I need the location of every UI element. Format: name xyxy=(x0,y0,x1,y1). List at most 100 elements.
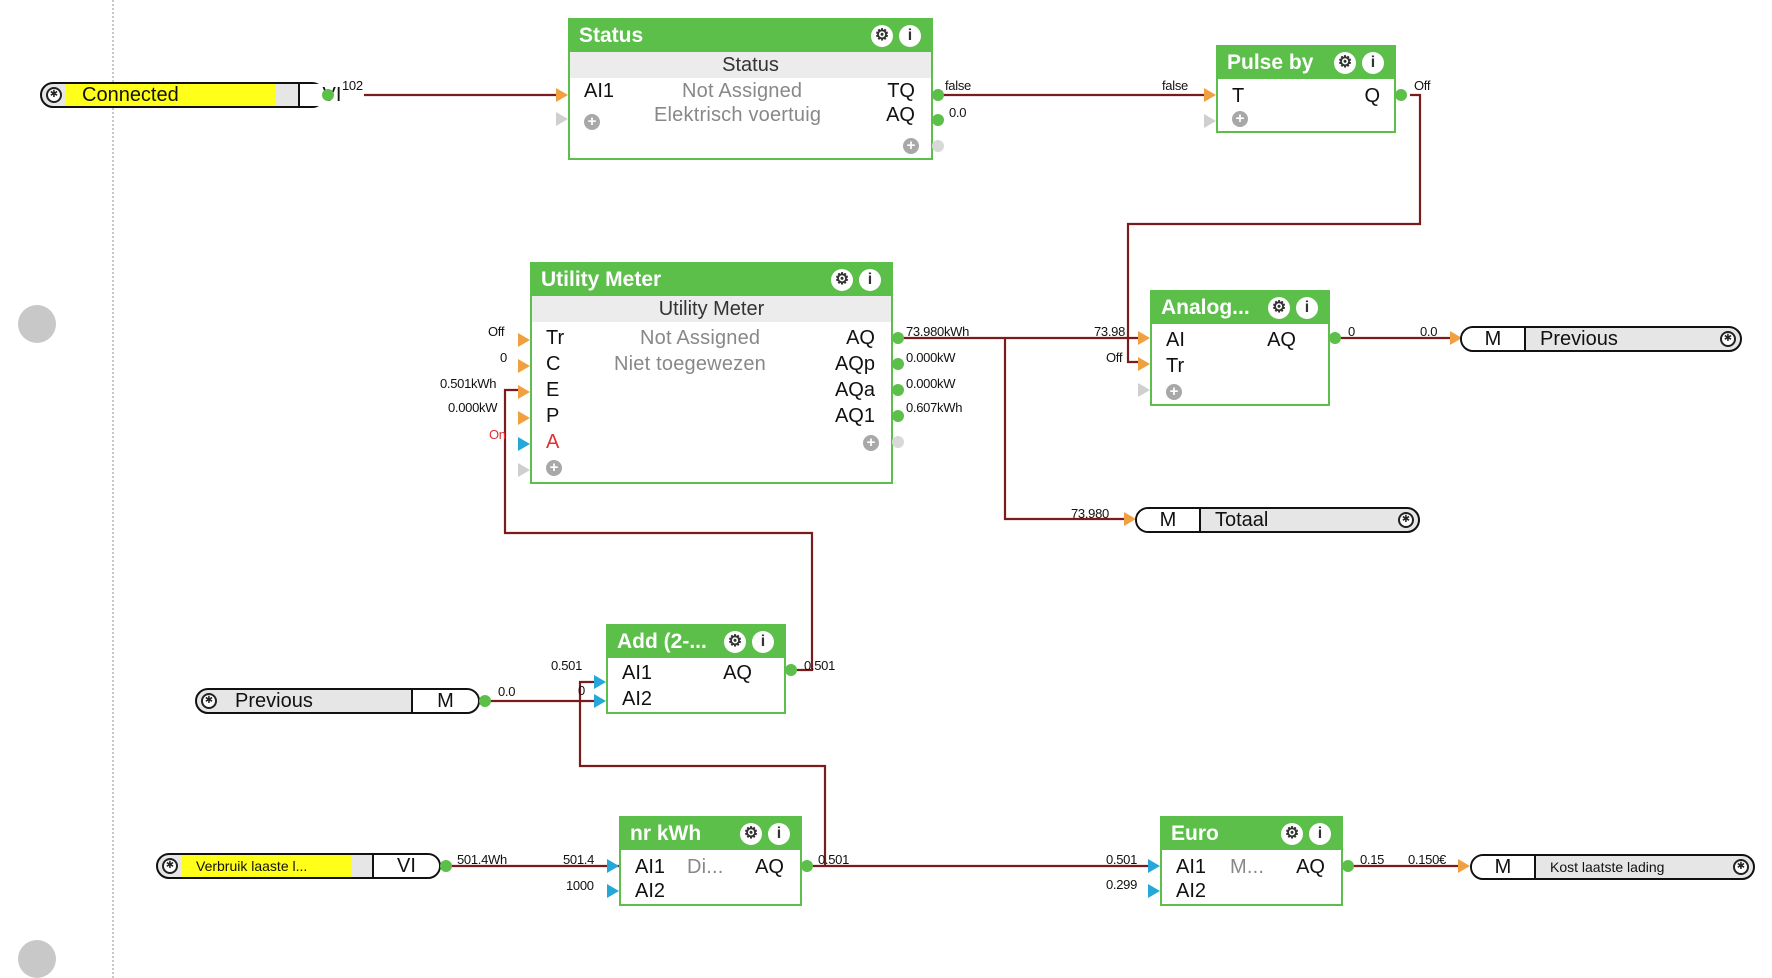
analog-input-port-ai[interactable] xyxy=(1138,331,1150,345)
analog-output-port-aq[interactable] xyxy=(1329,332,1341,344)
pulse-by-block[interactable]: Pulse by ⚙ i T Q + xyxy=(1216,45,1396,133)
utility-input-port-a[interactable] xyxy=(518,437,530,451)
previous-out-input-port[interactable] xyxy=(1450,331,1462,345)
kost-input-port[interactable] xyxy=(1458,859,1470,873)
utility-output-port-aq1[interactable] xyxy=(892,410,904,422)
utility-input-port-empty[interactable] xyxy=(518,463,530,477)
info-icon[interactable]: i xyxy=(1296,297,1318,319)
settings-icon[interactable]: ⚙ xyxy=(1268,297,1290,319)
verbruik-input-pill[interactable]: ✱ Verbruik laaste l... VI xyxy=(156,853,441,879)
info-icon[interactable]: i xyxy=(1362,52,1384,74)
settings-icon[interactable]: ⚙ xyxy=(1334,52,1356,74)
analog-input-port-tr[interactable] xyxy=(1138,357,1150,371)
info-icon[interactable]: i xyxy=(1309,823,1331,845)
pill-tag: M xyxy=(1137,509,1199,531)
utility-input-port-tr[interactable] xyxy=(518,333,530,347)
connected-output-port[interactable] xyxy=(322,89,334,101)
status-output-port-empty[interactable] xyxy=(932,140,944,152)
gear-icon[interactable]: ✱ xyxy=(1398,512,1414,528)
pulse-input-port-empty[interactable] xyxy=(1204,114,1216,128)
input-label-a: A xyxy=(546,431,560,453)
kost-output-pill[interactable]: M Kost laatste lading ✱ xyxy=(1470,854,1755,880)
block-header[interactable]: Add (2-... ⚙ i xyxy=(608,626,784,658)
previous-input-pill[interactable]: ✱ Previous M xyxy=(195,688,480,714)
euro-input-port-ai1[interactable] xyxy=(1148,859,1160,873)
status-output-port-tq[interactable] xyxy=(932,89,944,101)
block-title: nr kWh xyxy=(630,822,702,845)
settings-icon[interactable]: ⚙ xyxy=(740,823,762,845)
block-header[interactable]: nr kWh ⚙ i xyxy=(621,818,800,850)
nrkwh-input-port-ai1[interactable] xyxy=(607,859,619,873)
add-input-port-ai2[interactable] xyxy=(594,694,606,708)
euro-output-port-aq[interactable] xyxy=(1342,860,1354,872)
analog-block[interactable]: Analog... ⚙ i AI Tr AQ + xyxy=(1150,290,1330,406)
analog-input-port-empty[interactable] xyxy=(1138,383,1150,397)
info-icon[interactable]: i xyxy=(752,631,774,653)
add-input-port-ai1[interactable] xyxy=(594,675,606,689)
utility-input-port-c[interactable] xyxy=(518,359,530,373)
utility-output-port-empty[interactable] xyxy=(892,436,904,448)
info-icon[interactable]: i xyxy=(768,823,790,845)
totaal-input-port[interactable] xyxy=(1124,512,1136,526)
pulse-input-port-t[interactable] xyxy=(1204,88,1216,102)
totaal-output-pill[interactable]: M Totaal ✱ xyxy=(1135,507,1420,533)
utility-output-port-aqa[interactable] xyxy=(892,384,904,396)
page-scroll-handle-bottom[interactable] xyxy=(18,940,56,978)
info-icon[interactable]: i xyxy=(899,25,921,47)
status-input-port[interactable] xyxy=(556,88,568,102)
block-header[interactable]: Pulse by ⚙ i xyxy=(1218,47,1394,79)
page-scroll-handle-top[interactable] xyxy=(18,305,56,343)
block-description: Not Assigned xyxy=(640,327,761,349)
settings-icon[interactable]: ⚙ xyxy=(724,631,746,653)
pill-tag: M xyxy=(1462,328,1524,350)
block-header[interactable]: Utility Meter ⚙ i xyxy=(532,264,891,296)
output-label-aq: AQ xyxy=(1296,856,1325,878)
status-output-value-tq: false xyxy=(945,78,971,93)
add-input-icon[interactable]: + xyxy=(1232,111,1248,127)
settings-icon[interactable]: ⚙ xyxy=(871,25,893,47)
settings-icon[interactable]: ⚙ xyxy=(1281,823,1303,845)
pill-label: Verbruik laaste l... xyxy=(182,855,352,877)
block-description: M... xyxy=(1230,856,1265,878)
block-header[interactable]: Analog... ⚙ i xyxy=(1152,292,1328,324)
utility-meter-block[interactable]: Utility Meter ⚙ i Utility Meter Tr C E P… xyxy=(530,262,893,484)
utility-output-port-aqp[interactable] xyxy=(892,358,904,370)
status-input-port-empty[interactable] xyxy=(556,112,568,126)
previous-output-pill[interactable]: M Previous ✱ xyxy=(1460,326,1742,352)
gear-icon[interactable]: ✱ xyxy=(46,87,62,103)
previous-in-output-port[interactable] xyxy=(479,695,491,707)
nrkwh-output-port-aq[interactable] xyxy=(801,860,813,872)
connected-input-pill[interactable]: ✱ Connected VI xyxy=(40,82,364,108)
add-block[interactable]: Add (2-... ⚙ i AI1 AI2 AQ xyxy=(606,624,786,714)
nr-kwh-block[interactable]: nr kWh ⚙ i AI1 AI2 Di... AQ xyxy=(619,816,802,906)
add-input-icon[interactable]: + xyxy=(546,460,562,476)
add-output-icon[interactable]: + xyxy=(863,435,879,451)
utility-input-value-p: 0.000kW xyxy=(448,400,498,415)
status-output-port-aq[interactable] xyxy=(932,114,944,126)
pulse-output-port-q[interactable] xyxy=(1395,89,1407,101)
euro-input-port-ai2[interactable] xyxy=(1148,884,1160,898)
info-icon[interactable]: i xyxy=(859,269,881,291)
pill-label-spacer xyxy=(352,855,372,877)
add-output-icon[interactable]: + xyxy=(903,138,919,154)
status-block[interactable]: Status ⚙ i Status AI1 Not Assigned Elekt… xyxy=(568,18,933,160)
add-output-port-aq[interactable] xyxy=(785,664,797,676)
block-header[interactable]: Status ⚙ i xyxy=(570,20,931,52)
block-header[interactable]: Euro ⚙ i xyxy=(1162,818,1341,850)
gear-icon[interactable]: ✱ xyxy=(201,693,217,709)
utility-input-port-p[interactable] xyxy=(518,411,530,425)
euro-block[interactable]: Euro ⚙ i AI1 AI2 M... AQ xyxy=(1160,816,1343,906)
utility-output-port-aq[interactable] xyxy=(892,332,904,344)
verbruik-output-port[interactable] xyxy=(440,860,452,872)
add-input-icon[interactable]: + xyxy=(1166,384,1182,400)
nrkwh-input-port-ai2[interactable] xyxy=(607,884,619,898)
utility-input-port-e[interactable] xyxy=(518,385,530,399)
input-label-tr: Tr xyxy=(1166,355,1185,377)
input-label-ai2: AI2 xyxy=(635,880,666,902)
gear-icon[interactable]: ✱ xyxy=(162,858,178,874)
add-input-icon[interactable]: + xyxy=(584,114,600,130)
gear-icon[interactable]: ✱ xyxy=(1720,331,1736,347)
settings-icon[interactable]: ⚙ xyxy=(831,269,853,291)
gear-icon[interactable]: ✱ xyxy=(1733,859,1749,875)
